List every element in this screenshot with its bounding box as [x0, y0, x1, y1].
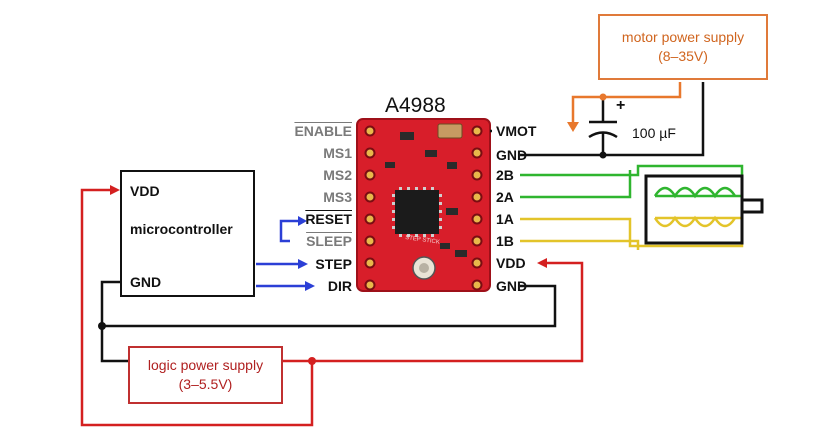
a4988-board: STEP STICK: [356, 118, 491, 292]
mcu-title: microcontroller: [130, 221, 233, 237]
stepper-motor: [644, 174, 764, 245]
pin-label-dir: DIR: [327, 278, 352, 294]
pin-label-gnd-motor: GND: [496, 147, 528, 163]
pin-label-1a: 1A: [496, 211, 514, 227]
logic-power-supply: logic power supply (3–5.5V): [128, 346, 283, 404]
coil-wires-green: [520, 164, 744, 199]
microcontroller-box: VDD microcontroller GND: [120, 170, 255, 297]
motor-supply-voltage: (8–35V): [658, 48, 708, 64]
logic-supply-wires: [80, 188, 584, 427]
pin-label-gnd-logic: GND: [496, 278, 528, 294]
pin-label-step: STEP: [315, 256, 352, 272]
board-silkscreen: STEP STICK: [405, 235, 440, 246]
logic-supply-title: logic power supply: [147, 357, 264, 373]
pin-label-ms2: MS2: [323, 167, 352, 183]
step-dir-wires: [256, 262, 305, 288]
motor-supply-title: motor power supply: [621, 29, 745, 45]
capacitor-polarity: +: [616, 97, 626, 114]
coil-wires-yellow: [520, 216, 744, 250]
pin-label-ms3: MS3: [323, 189, 352, 205]
motor-power-supply: motor power supply (8–35V): [598, 14, 768, 80]
mcu-vdd-label: VDD: [130, 183, 160, 199]
pin-label-reset: RESET: [305, 211, 352, 227]
right-pin-holes: [471, 125, 483, 291]
mcu-gnd-label: GND: [130, 274, 162, 290]
ground-wires: [100, 82, 705, 363]
logic-supply-voltage: (3–5.5V): [178, 376, 233, 392]
left-pin-holes: [364, 125, 376, 291]
pin-label-2a: 2A: [496, 189, 514, 205]
pin-label-1b: 1B: [496, 233, 514, 249]
capacitor-label: 100 µF: [632, 125, 676, 141]
driver-title: A4988: [385, 94, 446, 117]
pin-label-enable: ENABLE: [294, 123, 352, 139]
coil-b: [653, 215, 737, 228]
pin-label-sleep: SLEEP: [306, 233, 352, 249]
capacitor: [588, 97, 618, 155]
pin-label-vmot: VMOT: [496, 123, 537, 139]
reset-sleep-jumper: [279, 216, 307, 243]
pin-label-ms1: MS1: [323, 145, 352, 161]
motor-supply-wire: [571, 82, 682, 122]
pin-label-vdd: VDD: [496, 255, 526, 271]
driver-chip: [395, 190, 439, 234]
pin-label-2b: 2B: [496, 167, 514, 183]
coil-a: [653, 186, 737, 199]
